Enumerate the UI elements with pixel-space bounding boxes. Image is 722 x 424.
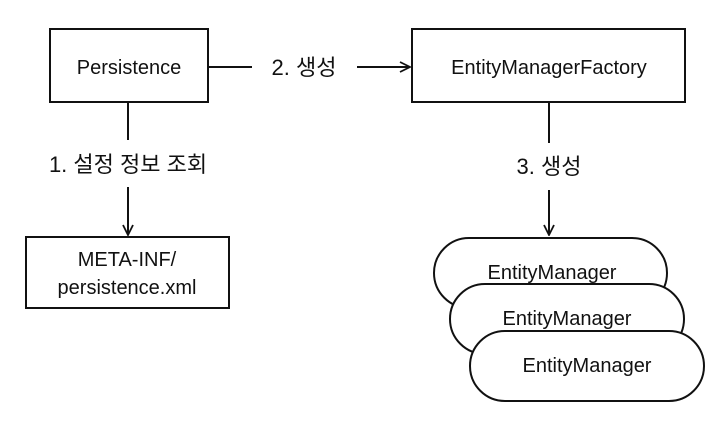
lookup-config-label: 1. 설정 정보 조회 bbox=[49, 152, 207, 177]
create-manager-label: 3. 생성 bbox=[517, 154, 582, 179]
entity-manager-factory-label: EntityManagerFactory bbox=[451, 57, 647, 79]
meta-inf-label: META-INF/ bbox=[78, 249, 177, 271]
persistence-label: Persistence bbox=[77, 57, 182, 79]
persistence-xml-label: persistence.xml bbox=[58, 277, 197, 299]
persistence-node: Persistence bbox=[49, 28, 209, 103]
entity-manager-label-2: EntityManager bbox=[503, 308, 632, 330]
entity-manager-node-3: EntityManager bbox=[469, 330, 705, 402]
create-factory-edge: 2. 생성 bbox=[209, 55, 410, 80]
persistence-xml-node: META-INF/ persistence.xml bbox=[25, 236, 230, 309]
entity-manager-factory-node: EntityManagerFactory bbox=[411, 28, 686, 103]
entity-manager-label-3: EntityManager bbox=[523, 355, 652, 377]
create-manager-edge: 3. 생성 bbox=[517, 103, 582, 235]
entity-manager-label-1: EntityManager bbox=[488, 262, 617, 284]
lookup-config-edge: 1. 설정 정보 조회 bbox=[49, 103, 207, 235]
create-factory-label: 2. 생성 bbox=[272, 55, 337, 80]
